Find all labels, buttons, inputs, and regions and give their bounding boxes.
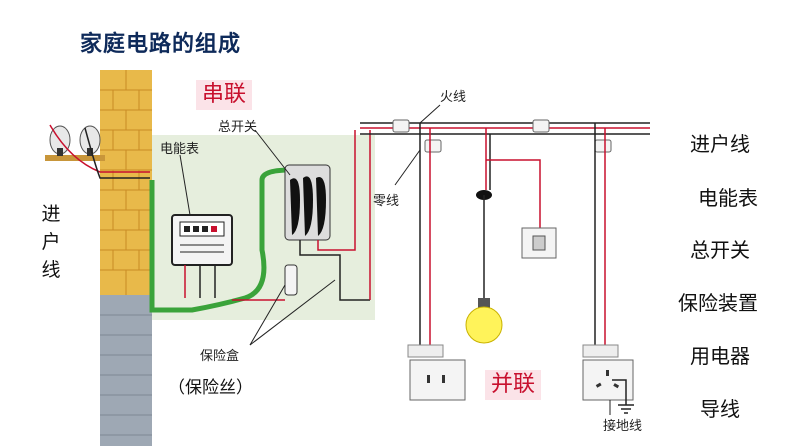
ground-wire-label: 接地线 <box>603 419 643 434</box>
parallel-label: 并联 <box>485 370 542 400</box>
component-entry-wire: 进户线 <box>690 132 750 156</box>
live-wire-label: 火线 <box>440 90 467 105</box>
component-meter: 电能表 <box>698 186 758 210</box>
entry-vertical-3: 线 <box>41 259 61 281</box>
socket-two-pin <box>407 344 466 401</box>
green-wire <box>149 167 291 313</box>
component-main-switch: 总开关 <box>690 238 750 262</box>
wall <box>100 70 152 446</box>
pointer-lines <box>179 104 611 415</box>
entry-vertical-2: 户 <box>41 231 61 253</box>
entry-vertical-1: 进 <box>41 203 61 225</box>
wall-switch <box>521 227 557 259</box>
fuse-box-label: 保险盒 <box>200 349 240 364</box>
component-wire: 导线 <box>700 397 740 421</box>
series-label: 串联 <box>196 80 253 110</box>
junction-boxes <box>392 119 612 153</box>
entry-wires <box>49 124 150 179</box>
page-title: 家庭电路的组成 <box>80 32 242 57</box>
fuse-holders <box>284 264 298 296</box>
component-fuse: 保险装置 <box>678 291 758 315</box>
neutral-wire-label: 零线 <box>373 194 400 209</box>
main-switch-label: 总开关 <box>218 120 258 135</box>
branch-wires <box>419 123 606 350</box>
component-appliance: 用电器 <box>690 344 750 368</box>
meter-label: 电能表 <box>160 142 200 157</box>
electric-meter <box>171 214 233 298</box>
light-bulb <box>465 190 503 344</box>
ground-symbol <box>612 379 634 414</box>
fuse-wire-label: （保险丝） <box>168 378 253 398</box>
main-switch <box>284 164 331 241</box>
